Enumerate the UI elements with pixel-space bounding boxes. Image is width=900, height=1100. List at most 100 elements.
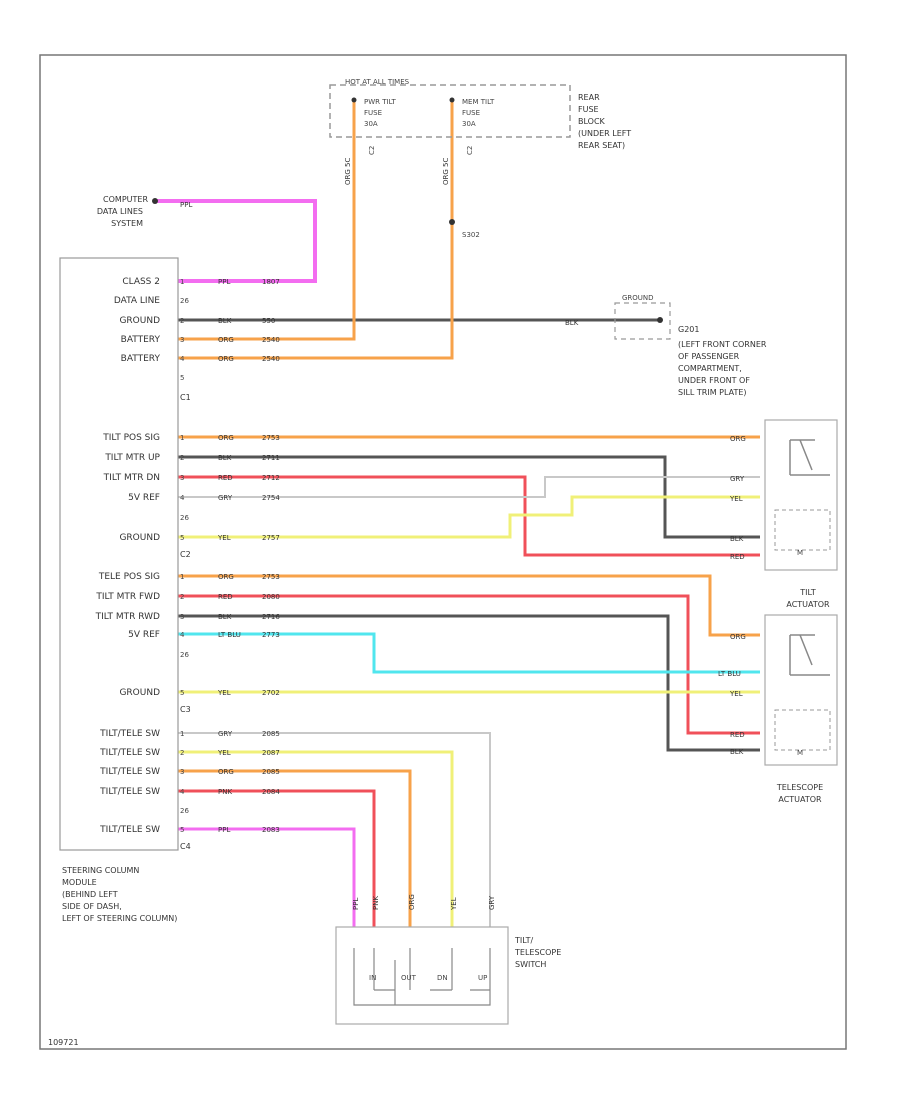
wire-circuit-label: 2716 (262, 613, 280, 621)
module-pin-label: TELE POS SIG (98, 572, 160, 582)
tele-motor-symbol: M (797, 749, 803, 757)
module-pin-label: CLASS 2 (122, 277, 160, 287)
wire-circuit-label: 2085 (262, 768, 280, 776)
ground-desc-5: SILL TRIM PLATE) (678, 388, 747, 397)
tilt-actuator-label-2: ACTUATOR (786, 600, 830, 609)
tilt-actuator-label-1: TILT (799, 588, 816, 597)
ground-tag: GROUND (622, 294, 654, 302)
module-pin-number: 1 (180, 278, 184, 286)
wire-circuit-label: 2753 (262, 573, 280, 581)
module-pin-number: 2 (180, 749, 184, 757)
tilt-actuator: M ORG GRY YEL BLK RED TILT ACTUATOR (729, 419, 838, 609)
tilt-wire-yel: YEL (729, 495, 743, 503)
tilt-wire-blk: BLK (730, 535, 744, 543)
wire-color-label: GRY (218, 730, 233, 738)
computer-terminal (152, 198, 158, 204)
module-pin-number: 5 (180, 826, 184, 834)
module-pin-label: TILT/TELE SW (99, 825, 160, 835)
module-title-1: STEERING COLUMN (62, 866, 139, 875)
fuse1-wire-label: ORG 5C (344, 158, 352, 185)
ground-name: G201 (678, 325, 699, 334)
module-pin-number: 4 (180, 355, 185, 363)
fuse-block-loc-4: (UNDER LEFT (578, 129, 631, 138)
fuse-block-loc-2: FUSE (578, 105, 599, 114)
wire-color-label: RED (218, 593, 233, 601)
module-pin-label: 5V REF (128, 493, 160, 503)
wire-circuit-label: 2085 (262, 730, 280, 738)
tilt-wire-gry: GRY (730, 475, 745, 483)
wire-color-label: YEL (217, 749, 231, 757)
wire-tilt-mtr-dn (178, 475, 760, 557)
wire-switch-org (178, 769, 412, 948)
tilt-actuator-outline (764, 419, 838, 571)
wire-circuit-label: 2702 (262, 689, 280, 697)
computer-label-2: DATA LINES (97, 207, 143, 216)
module-title-4: SIDE OF DASH, (62, 902, 122, 911)
switch-pos-up: UP (478, 974, 487, 982)
tilt-pos-switch-symbol (789, 439, 830, 476)
wire-color-label: LT BLU (218, 631, 241, 639)
module-pin-number: 1 (180, 573, 184, 581)
module-pin-label: GROUND (119, 533, 160, 543)
fuse2-label-1: MEM TILT (462, 98, 495, 106)
diagram-id: 109721 (48, 1038, 79, 1047)
switch-label-1: TILT/ (514, 936, 533, 945)
module-pin-label: BATTERY (121, 354, 161, 364)
tele-wire-red: RED (730, 731, 745, 739)
tilt-wire-org: ORG (730, 435, 746, 443)
module-pin-number: 4 (180, 788, 185, 796)
module-pin-label: TILT MTR DN (103, 473, 160, 483)
wire-color-label: ORG (218, 434, 234, 442)
switch-pos-out: OUT (401, 974, 417, 982)
module-pin-number: 1 (180, 730, 184, 738)
wire-color-label: BLK (218, 613, 232, 621)
ground-wire: BLK (565, 319, 579, 327)
module-pin-number: 2 (180, 593, 184, 601)
fuse2-pin: C2 (466, 146, 474, 155)
fuse2-label-3: 30A (462, 120, 476, 128)
telescope-actuator-label-1: TELESCOPE (776, 783, 823, 792)
switch-label-3: SWITCH (515, 960, 546, 969)
tele-motor-box (774, 709, 831, 751)
tilt-motor-symbol: M (797, 549, 803, 557)
module-pin-label: BATTERY (121, 335, 161, 345)
module-pin-number: 5 (180, 374, 184, 382)
wire-color-label: YEL (217, 534, 231, 542)
module-pin-number: 2 (180, 317, 184, 325)
connector-label: C3 (180, 705, 191, 714)
telescope-actuator-outline (764, 614, 838, 766)
module-pin-number: 4 (180, 494, 185, 502)
ground-desc-1: (LEFT FRONT CORNER (678, 340, 767, 349)
module-pin-label: 5V REF (128, 630, 160, 640)
switch-label-2: TELESCOPE (514, 948, 561, 957)
wire-circuit-label: 2083 (262, 826, 280, 834)
switch-outline (335, 926, 509, 1025)
module-pin-number: 1 (180, 434, 184, 442)
wire-color-label: YEL (217, 689, 231, 697)
wire-color-label: ORG (218, 336, 234, 344)
fuse-block-outline (329, 84, 571, 138)
switch-pos-in: IN (369, 974, 376, 982)
fuse-block-loc-1: REAR (578, 93, 600, 102)
wire-circuit-label: 2753 (262, 434, 280, 442)
fuse1-label-3: 30A (364, 120, 378, 128)
wire-color-label: ORG (218, 573, 234, 581)
wire-class2-data (155, 199, 317, 283)
module-pin-number: 3 (180, 474, 184, 482)
wire-tilt-mtr-fwd (178, 594, 760, 735)
connector-label: C2 (180, 550, 191, 559)
switch-wire-ppl: PPL (352, 898, 360, 910)
wire-5v-ref-c3 (178, 632, 760, 674)
tele-wire-blk: BLK (730, 748, 744, 756)
module-pin-label: DATA LINE (114, 296, 160, 306)
wire-circuit-label: 2773 (262, 631, 280, 639)
fuse2-label-2: FUSE (462, 109, 480, 117)
wire-color-label: ORG (218, 768, 234, 776)
module-pin-number: 3 (180, 768, 184, 776)
fuse-block-loc-3: BLOCK (578, 117, 606, 126)
fuse1-pin: C2 (368, 146, 376, 155)
tilt-motor-box (774, 509, 831, 551)
telescope-actuator-label-2: ACTUATOR (778, 795, 822, 804)
